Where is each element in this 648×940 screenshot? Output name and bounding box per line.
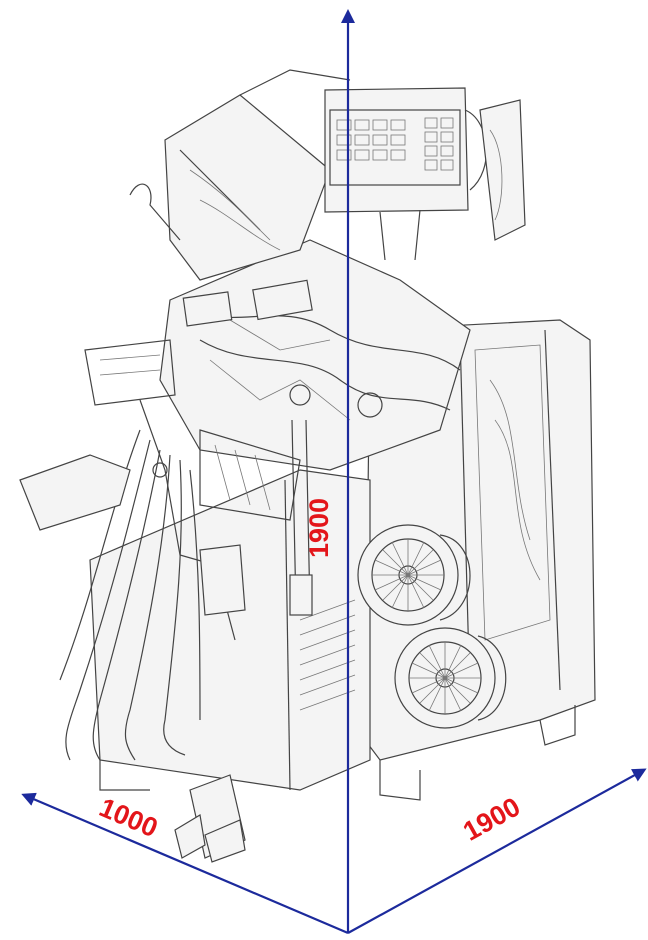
central-mechanism — [159, 239, 471, 521]
depth-dimension-label: 1000 — [95, 792, 162, 843]
side-panel — [479, 99, 526, 241]
width-dimension-label: 1900 — [458, 791, 525, 846]
hose-bundle — [59, 429, 201, 761]
height-dimension-label: 1900 — [304, 498, 334, 558]
foot-pedal — [174, 774, 246, 863]
wheel-upper — [357, 524, 471, 626]
width-axis — [347, 768, 647, 934]
machine-illustration — [19, 69, 596, 863]
wheel-lower — [394, 627, 507, 729]
depth-axis — [21, 792, 349, 935]
left-tray — [19, 339, 176, 531]
arm-linkage — [139, 399, 246, 641]
vertical-pillar — [289, 419, 313, 616]
dimension-axes — [21, 9, 647, 935]
upper-arm — [129, 69, 351, 281]
control-panel — [324, 87, 488, 261]
